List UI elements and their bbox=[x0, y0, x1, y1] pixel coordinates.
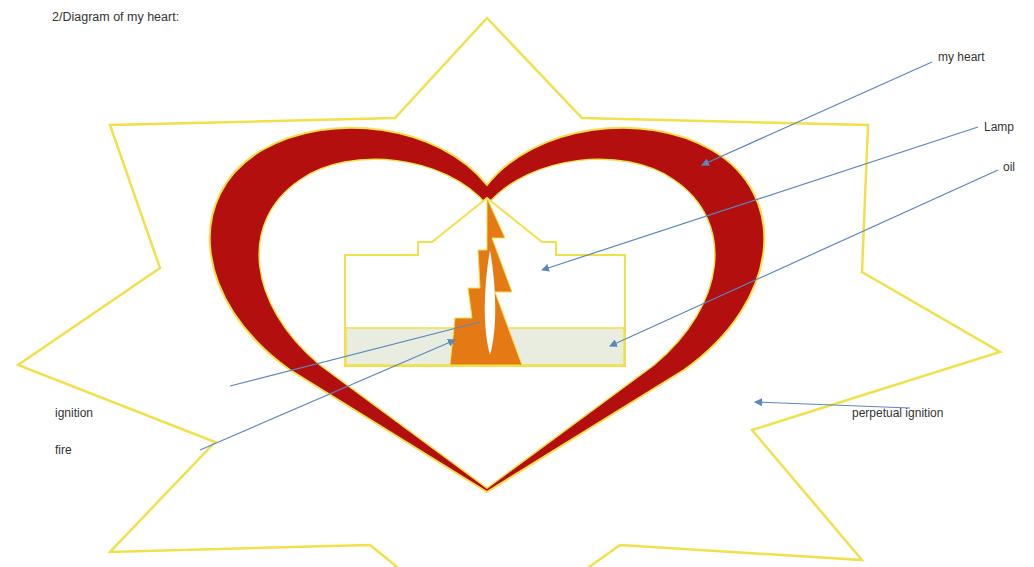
leader-line bbox=[702, 62, 932, 165]
diagram-title: 2/Diagram of my heart: bbox=[52, 10, 179, 25]
part-label: my heart bbox=[938, 50, 985, 64]
part-label: fire bbox=[55, 443, 72, 457]
heart-outer bbox=[210, 128, 765, 492]
flame-core bbox=[485, 250, 496, 355]
star-outline bbox=[18, 18, 1000, 567]
leader-line bbox=[230, 322, 480, 386]
leader-line bbox=[200, 340, 455, 450]
lamp-body bbox=[345, 198, 625, 366]
leader-line bbox=[610, 170, 998, 346]
part-label: ignition bbox=[55, 406, 93, 420]
part-label: Lamp bbox=[984, 120, 1014, 134]
part-label: oil bbox=[1003, 160, 1015, 174]
leader-line bbox=[542, 127, 978, 270]
flame bbox=[450, 198, 522, 365]
part-label: perpetual ignition bbox=[852, 406, 943, 420]
heart-inner bbox=[259, 159, 715, 488]
